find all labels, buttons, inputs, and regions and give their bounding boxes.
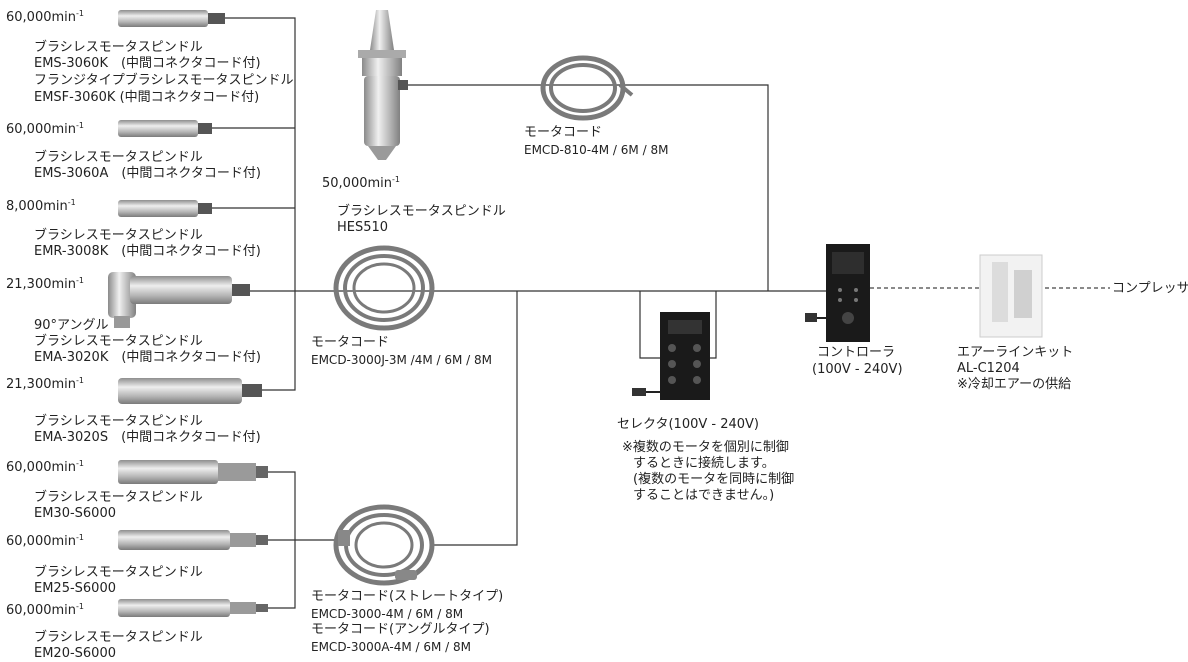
cord-810-name: モータコード xyxy=(524,125,603,140)
motor-2-speed: 60,000min-1 xyxy=(6,121,84,138)
motor-1-line-3: フランジタイプブラシレスモータスピンドル xyxy=(34,73,294,88)
motor-2-line-1: ブラシレスモータスピンドル xyxy=(34,150,203,165)
hes510-model: HES510 xyxy=(337,220,389,235)
wire-motor7 xyxy=(268,540,296,609)
airline-name: エアーラインキット xyxy=(957,345,1074,360)
motor-7-line-2: EM25-S6000 xyxy=(34,581,116,596)
motor-5-speed: 21,300min-1 xyxy=(6,376,84,393)
spindle-hes510 xyxy=(358,10,408,160)
cord-3000-line-3: モータコード(アングルタイプ) xyxy=(311,622,490,637)
spindle-em25-s6000 xyxy=(118,530,268,550)
wire-motor5 xyxy=(262,291,296,391)
motor-8-line-2: EM20-S6000 xyxy=(34,646,116,661)
cord-3000j-name: モータコード xyxy=(311,335,390,350)
selector-note-3: (複数のモータを同時に制御 xyxy=(633,472,795,487)
motor-6-line-1: ブラシレスモータスピンドル xyxy=(34,490,203,505)
airline-model: AL-C1204 xyxy=(957,361,1020,376)
motor-1-speed: 60,000min-1 xyxy=(6,9,84,26)
cord-3000-line-4: EMCD-3000A-4M / 6M / 8M xyxy=(311,640,472,654)
motor-8-speed: 60,000min-1 xyxy=(6,602,84,619)
motor-6-line-2: EM30-S6000 xyxy=(34,506,116,521)
motor-4-line-2: ブラシレスモータスピンドル xyxy=(34,334,203,349)
hes510-name: ブラシレスモータスピンドル xyxy=(337,204,506,219)
controller-voltage: (100V - 240V) xyxy=(812,362,903,377)
motor-1-line-2: EMS-3060K (中間コネクタコード付) xyxy=(34,56,261,71)
cord-emcd-3000-coil xyxy=(333,504,435,586)
hes510-speed: 50,000min-1 xyxy=(322,175,400,192)
motor-2-line-2: EMS-3060A (中間コネクタコード付) xyxy=(34,166,261,181)
motor-5-line-1: ブラシレスモータスピンドル xyxy=(34,414,203,429)
selector-name: セレクタ(100V - 240V) xyxy=(617,417,759,432)
spindle-em30-s6000 xyxy=(118,460,268,484)
spindle-ema-3020s xyxy=(118,378,262,404)
spindle-emr-3008k xyxy=(118,200,212,217)
motor-3-line-2: EMR-3008K (中間コネクタコード付) xyxy=(34,244,261,259)
compressor-label: コンプレッサ xyxy=(1112,281,1188,296)
wiring xyxy=(212,17,850,609)
motor-7-line-1: ブラシレスモータスピンドル xyxy=(34,565,203,580)
cord-3000j-model: EMCD-3000J-3M /4M / 6M / 8M xyxy=(311,353,493,367)
motor-1-line-1: ブラシレスモータスピンドル xyxy=(34,40,203,55)
motor-4-line-1: 90°アングル xyxy=(34,318,109,333)
spindle-em20-s6000 xyxy=(118,599,268,617)
motor-7-speed: 60,000min-1 xyxy=(6,533,84,550)
airline-note: ※冷却エアーの供給 xyxy=(957,377,1072,392)
spindle-ems-3060a xyxy=(118,120,212,137)
spindle-ems-3060k xyxy=(118,10,225,27)
cord-3000-line-1: モータコード(ストレートタイプ) xyxy=(311,589,504,604)
controller-name: コントローラ xyxy=(817,345,896,360)
motor-8-line-1: ブラシレスモータスピンドル xyxy=(34,630,203,645)
motor-3-line-1: ブラシレスモータスピンドル xyxy=(34,228,203,243)
selector-note-1: ※複数のモータを個別に制御 xyxy=(622,440,789,455)
motor-4-speed: 21,300min-1 xyxy=(6,276,84,293)
selector-note-2: するときに接続します。 xyxy=(633,456,775,471)
wire-hes xyxy=(398,84,769,291)
selector-unit xyxy=(632,312,710,400)
air-line-kit xyxy=(979,254,1043,338)
controller-unit xyxy=(805,244,870,342)
motor-5-line-2: EMA-3020S (中間コネクタコード付) xyxy=(34,430,261,445)
cord-emcd-810-coil xyxy=(540,55,634,121)
motor-3-speed: 8,000min-1 xyxy=(6,198,76,215)
motor-6-speed: 60,000min-1 xyxy=(6,459,84,476)
motor-4-line-3: EMA-3020K (中間コネクタコード付) xyxy=(34,350,261,365)
selector-note-4: することはできません。) xyxy=(633,488,775,503)
wire-cord3000-up xyxy=(432,291,518,546)
cord-3000-line-2: EMCD-3000-4M / 6M / 8M xyxy=(311,607,464,621)
spindle-ema-3020k xyxy=(108,272,250,328)
cord-810-model: EMCD-810-4M / 6M / 8M xyxy=(524,143,669,157)
wire-bottom-bus xyxy=(268,471,296,541)
wire-left-bus xyxy=(225,17,296,291)
motor-1-line-4: EMSF-3060K (中間コネクタコード付) xyxy=(34,90,260,105)
cord-emcd-3000j-coil xyxy=(333,245,435,331)
